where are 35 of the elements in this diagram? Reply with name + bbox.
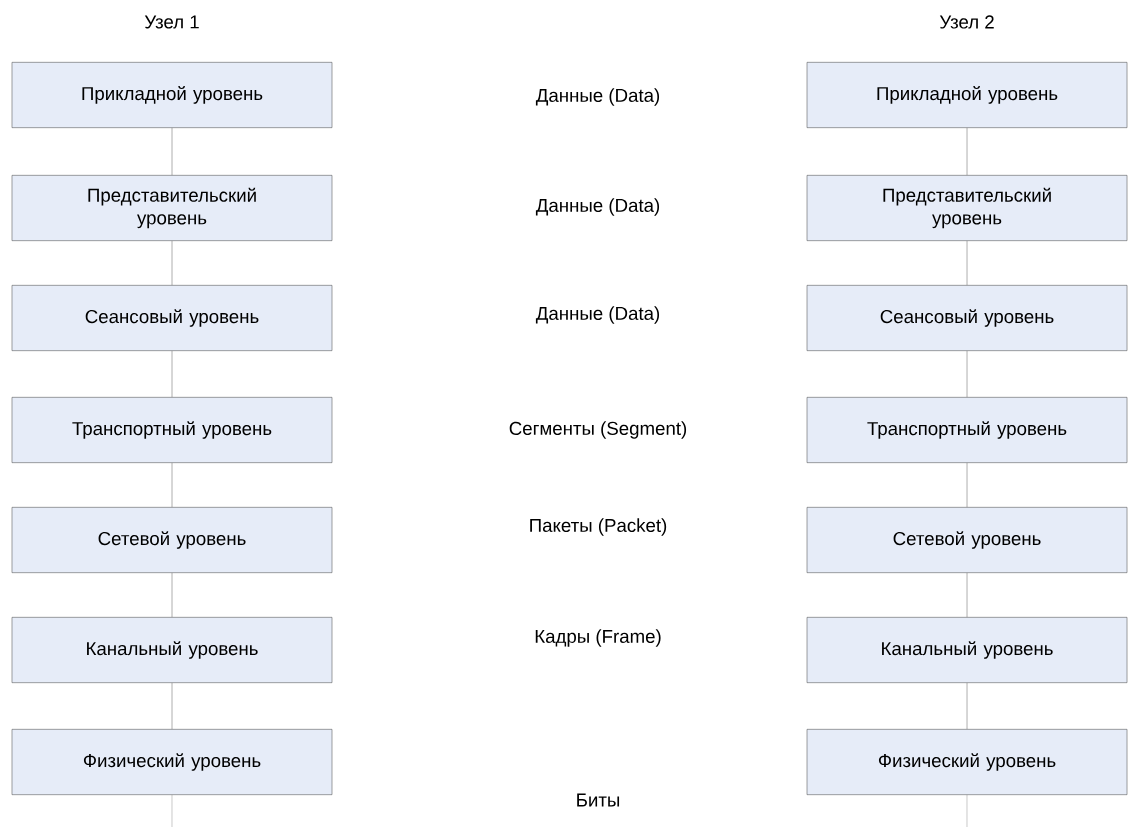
connector-line [966, 572, 968, 618]
data-unit-label: Сегменты (Segment) [509, 421, 687, 439]
connector-line [171, 462, 173, 508]
layer-box: Физический уровень [11, 729, 333, 795]
connector-line [171, 127, 173, 176]
layer-box: Канальный уровень [806, 617, 1128, 683]
layer-box: Сеансовый уровень [806, 285, 1128, 351]
layer-box: Прикладной уровень [806, 62, 1128, 128]
connector-line [171, 682, 173, 730]
connector-line [171, 240, 173, 286]
connector-line [966, 240, 968, 286]
data-unit-label: Данные (Data) [535, 306, 660, 324]
connector-line [966, 462, 968, 508]
layer-box: Транспортный уровень [11, 397, 333, 463]
data-unit-label: Пакеты (Packet) [530, 518, 667, 536]
layer-box: Сетевой уровень [11, 507, 333, 573]
node-caption: Узел 2 [939, 15, 994, 29]
connector-line [171, 572, 173, 618]
connector-line [966, 682, 968, 730]
layer-box: Сетевой уровень [806, 507, 1128, 573]
connector-line [966, 127, 968, 176]
layer-box: Представительский уровень [11, 175, 333, 241]
data-unit-label: Кадры (Frame) [535, 629, 661, 647]
layer-box: Канальный уровень [11, 617, 333, 683]
layer-box: Прикладной уровень [11, 62, 333, 128]
layer-box: Представительский уровень [806, 175, 1128, 241]
layer-box: Физический уровень [806, 729, 1128, 795]
layer-box: Сеансовый уровень [11, 285, 333, 351]
data-unit-label: Данные (Data) [535, 198, 660, 216]
layer-box: Транспортный уровень [806, 397, 1128, 463]
data-unit-label: Данные (Data) [535, 88, 660, 106]
node-caption: Узел 1 [144, 15, 199, 29]
data-unit-label: Биты [577, 793, 620, 807]
connector-line [171, 350, 173, 398]
connector-line [966, 350, 968, 398]
